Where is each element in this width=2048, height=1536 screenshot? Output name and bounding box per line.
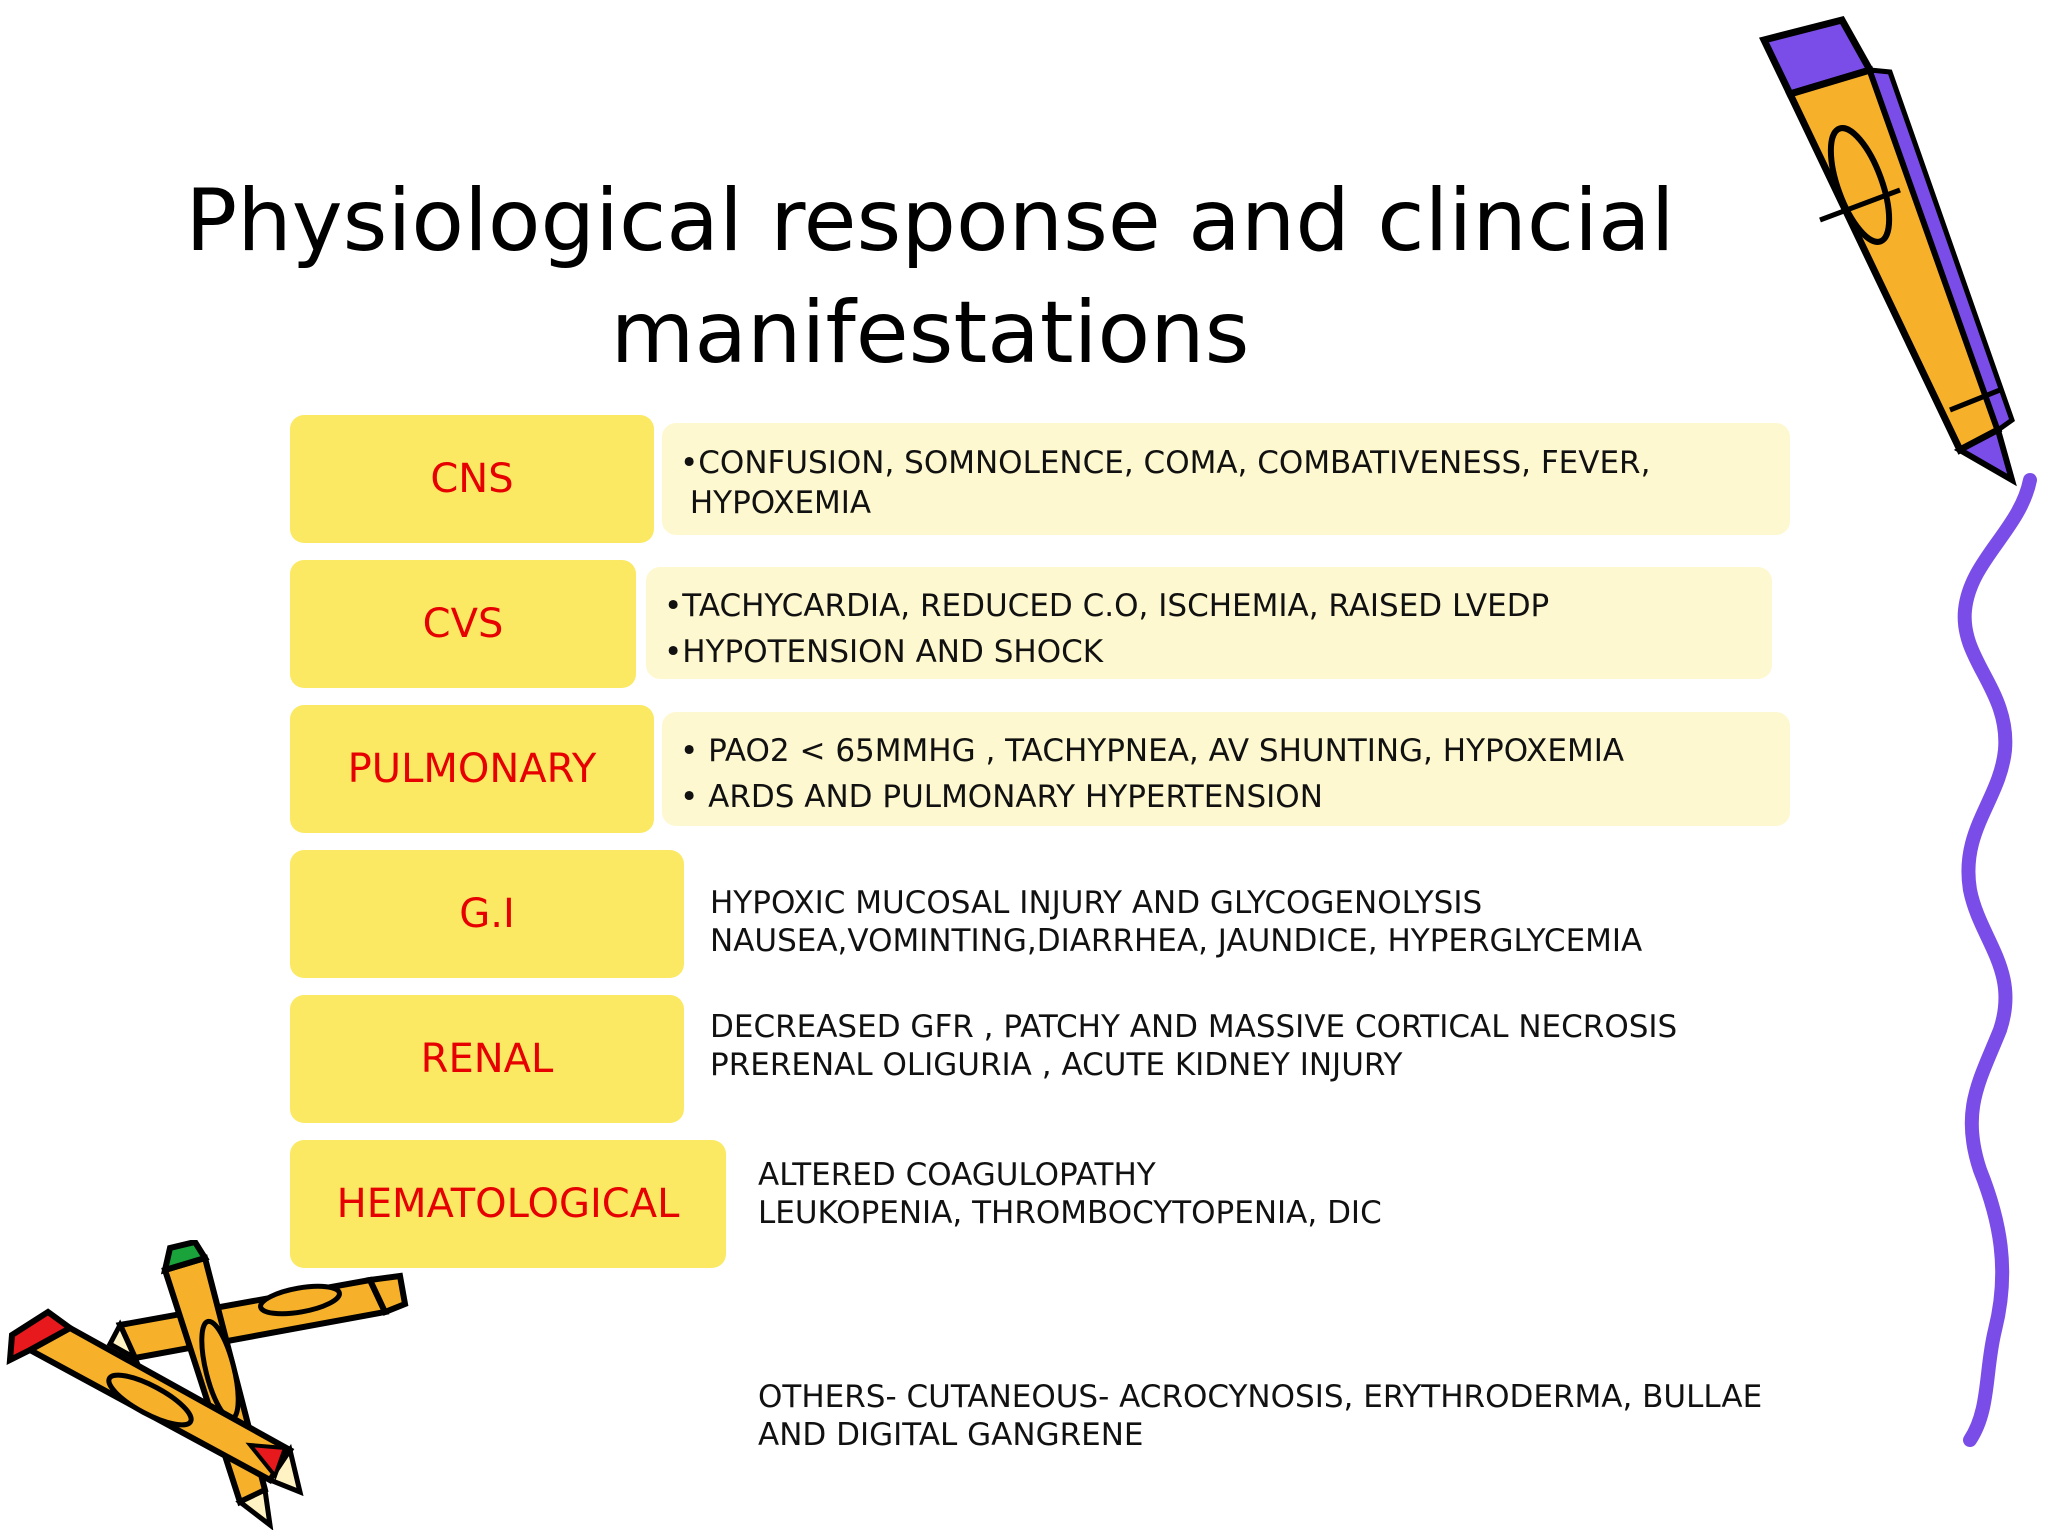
others-line: AND DIGITAL GANGRENE — [758, 1417, 1144, 1453]
category-desc-renal: DECREASED GFR , PATCHY AND MASSIVE CORTI… — [692, 1002, 1792, 1102]
desc-line: NAUSEA,VOMINTING,DIARRHEA, JAUNDICE, HYP… — [710, 923, 1643, 959]
category-label-renal: RENAL — [290, 995, 684, 1123]
page-title: Physiological response and clincial mani… — [150, 165, 1710, 389]
category-desc-cvs: •TACHYCARDIA, REDUCED C.O, ISCHEMIA, RAI… — [646, 567, 1772, 679]
category-label-cns: CNS — [290, 415, 654, 543]
others-line: OTHERS- CUTANEOUS- ACROCYNOSIS, ERYTHROD… — [758, 1379, 1763, 1415]
desc-line: DECREASED GFR , PATCHY AND MASSIVE CORTI… — [710, 1009, 1678, 1045]
others-text: OTHERS- CUTANEOUS- ACROCYNOSIS, ERYTHROD… — [740, 1372, 1860, 1472]
category-label-pulmonary: PULMONARY — [290, 705, 654, 833]
desc-line: PRERENAL OLIGURIA , ACUTE KIDNEY INJURY — [710, 1047, 1403, 1083]
category-label-hematological: HEMATOLOGICAL — [290, 1140, 726, 1268]
desc-line: • PAO2 < 65MMHG , TACHYPNEA, AV SHUNTING… — [680, 733, 1625, 769]
pencil-icon — [1758, 15, 2017, 487]
desc-line: •CONFUSION, SOMNOLENCE, COMA, COMBATIVEN… — [680, 445, 1651, 481]
category-label-cvs: CVS — [290, 560, 636, 688]
desc-line: •HYPOTENSION AND SHOCK — [664, 634, 1104, 670]
squiggle-line-icon — [1957, 473, 2037, 1447]
category-desc-gi: HYPOXIC MUCOSAL INJURY AND GLYCOGENOLYSI… — [692, 876, 1792, 976]
category-desc-pulmonary: • PAO2 < 65MMHG , TACHYPNEA, AV SHUNTING… — [662, 712, 1790, 826]
category-desc-hematological: ALTERED COAGULOPATHY LEUKOPENIA, THROMBO… — [740, 1148, 1740, 1248]
desc-line: • ARDS AND PULMONARY HYPERTENSION — [680, 779, 1323, 815]
category-label-gi: G.I — [290, 850, 684, 978]
desc-line: ALTERED COAGULOPATHY — [758, 1157, 1156, 1193]
pencil-group-icon — [6, 1240, 409, 1530]
desc-line: HYPOXIC MUCOSAL INJURY AND GLYCOGENOLYSI… — [710, 885, 1483, 921]
desc-line: •TACHYCARDIA, REDUCED C.O, ISCHEMIA, RAI… — [664, 588, 1550, 624]
title-line-1: Physiological response and clincial — [185, 171, 1675, 271]
title-line-2: manifestations — [610, 283, 1250, 383]
desc-line: HYPOXEMIA — [680, 485, 872, 521]
desc-line: LEUKOPENIA, THROMBOCYTOPENIA, DIC — [758, 1195, 1382, 1231]
category-desc-cns: •CONFUSION, SOMNOLENCE, COMA, COMBATIVEN… — [662, 423, 1790, 535]
